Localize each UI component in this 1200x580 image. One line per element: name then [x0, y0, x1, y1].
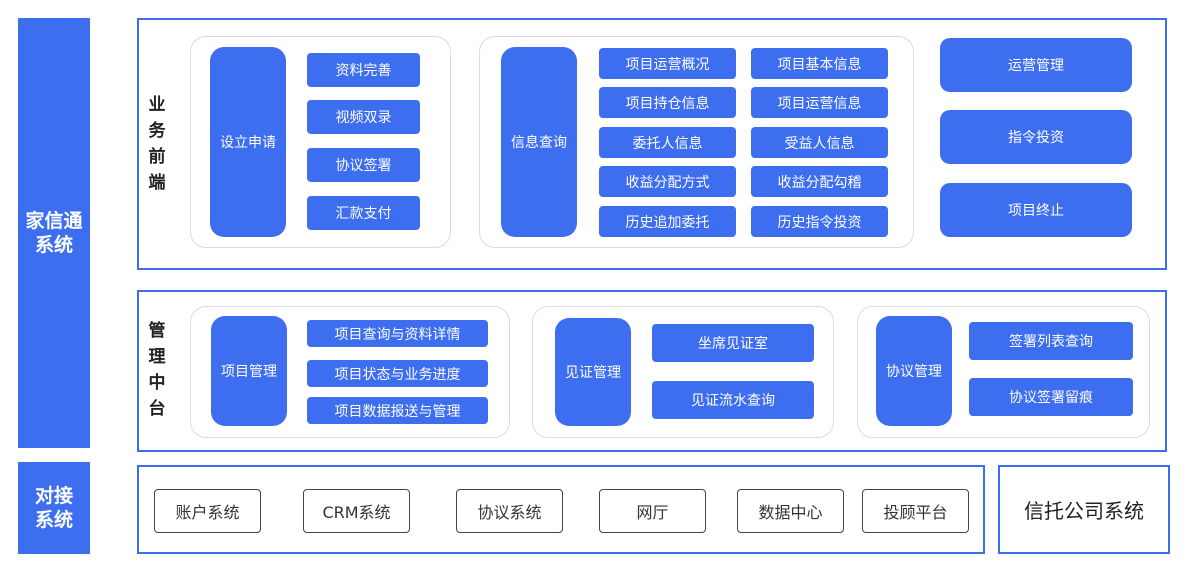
front-label-char-1: 业 — [148, 95, 166, 115]
crm-system-box[interactable]: CRM系统 — [303, 489, 410, 533]
video-recording-button[interactable]: 视频双录 — [307, 100, 420, 134]
data-center-box[interactable]: 数据中心 — [737, 489, 844, 533]
project-data-reporting-button[interactable]: 项目数据报送与管理 — [307, 397, 488, 424]
witness-flow-query-button[interactable]: 见证流水查询 — [652, 381, 814, 419]
main-system-label: 家信通 系统 — [18, 18, 90, 448]
online-hall-box[interactable]: 网厅 — [599, 489, 706, 533]
management-middle-title: 管 理 中 台 — [146, 318, 168, 422]
project-status-progress-button[interactable]: 项目状态与业务进度 — [307, 360, 488, 387]
query-item-distribution-reconciliation[interactable]: 收益分配勾稽 — [751, 166, 888, 197]
query-item-history-additional-trust[interactable]: 历史追加委托 — [599, 206, 736, 237]
project-termination-button[interactable]: 项目终止 — [940, 183, 1132, 237]
query-item-distribution-method[interactable]: 收益分配方式 — [599, 166, 736, 197]
setup-application-label: 设立申请 — [220, 135, 276, 151]
project-query-details-button[interactable]: 项目查询与资料详情 — [307, 320, 488, 347]
account-system-box[interactable]: 账户系统 — [154, 489, 261, 533]
agreement-management-label: 协议管理 — [886, 364, 942, 380]
advisory-platform-box[interactable]: 投顾平台 — [862, 489, 969, 533]
setup-application-button[interactable]: 设立申请 — [210, 47, 286, 237]
integration-label-line-2: 系统 — [34, 509, 73, 531]
info-query-button[interactable]: 信息查询 — [501, 47, 577, 237]
query-item-history-instruction-investment[interactable]: 历史指令投资 — [751, 206, 888, 237]
info-query-label: 信息查询 — [511, 135, 567, 151]
business-frontend-title: 业 务 前 端 — [146, 92, 168, 196]
seat-witness-room-button[interactable]: 坐席见证室 — [652, 324, 814, 362]
query-item-operation-info[interactable]: 项目运营信息 — [751, 87, 888, 118]
middle-label-char-1: 管 — [148, 321, 166, 341]
agreement-signing-trace-button[interactable]: 协议签署留痕 — [969, 378, 1133, 416]
middle-label-char-3: 中 — [148, 373, 166, 393]
profile-completion-button[interactable]: 资料完善 — [307, 53, 420, 87]
front-label-char-3: 前 — [148, 147, 166, 167]
witness-management-button[interactable]: 见证管理 — [555, 318, 631, 426]
agreement-management-button[interactable]: 协议管理 — [876, 316, 952, 426]
project-management-button[interactable]: 项目管理 — [211, 316, 287, 426]
middle-label-char-4: 台 — [148, 399, 166, 419]
query-item-basic-info[interactable]: 项目基本信息 — [751, 48, 888, 79]
agreement-system-box[interactable]: 协议系统 — [456, 489, 563, 533]
middle-label-char-2: 理 — [148, 347, 166, 367]
query-item-operation-overview[interactable]: 项目运营概况 — [599, 48, 736, 79]
trust-company-system-box[interactable]: 信托公司系统 — [998, 465, 1170, 554]
project-management-label: 项目管理 — [221, 364, 277, 380]
remittance-payment-button[interactable]: 汇款支付 — [307, 196, 420, 230]
instruction-investment-button[interactable]: 指令投资 — [940, 110, 1132, 164]
front-label-char-2: 务 — [148, 121, 166, 141]
main-system-line-2: 系统 — [34, 234, 73, 256]
integration-system-label: 对接 系统 — [18, 462, 90, 554]
operation-management-button[interactable]: 运营管理 — [940, 38, 1132, 92]
integration-label-line-1: 对接 — [34, 485, 73, 507]
query-item-trustor-info[interactable]: 委托人信息 — [599, 127, 736, 158]
query-item-holdings[interactable]: 项目持仓信息 — [599, 87, 736, 118]
signing-list-query-button[interactable]: 签署列表查询 — [969, 322, 1133, 360]
main-system-line-1: 家信通 — [25, 210, 83, 232]
agreement-signing-button[interactable]: 协议签署 — [307, 148, 420, 182]
query-item-beneficiary-info[interactable]: 受益人信息 — [751, 127, 888, 158]
front-label-char-4: 端 — [148, 173, 166, 193]
witness-management-label: 见证管理 — [565, 365, 621, 381]
